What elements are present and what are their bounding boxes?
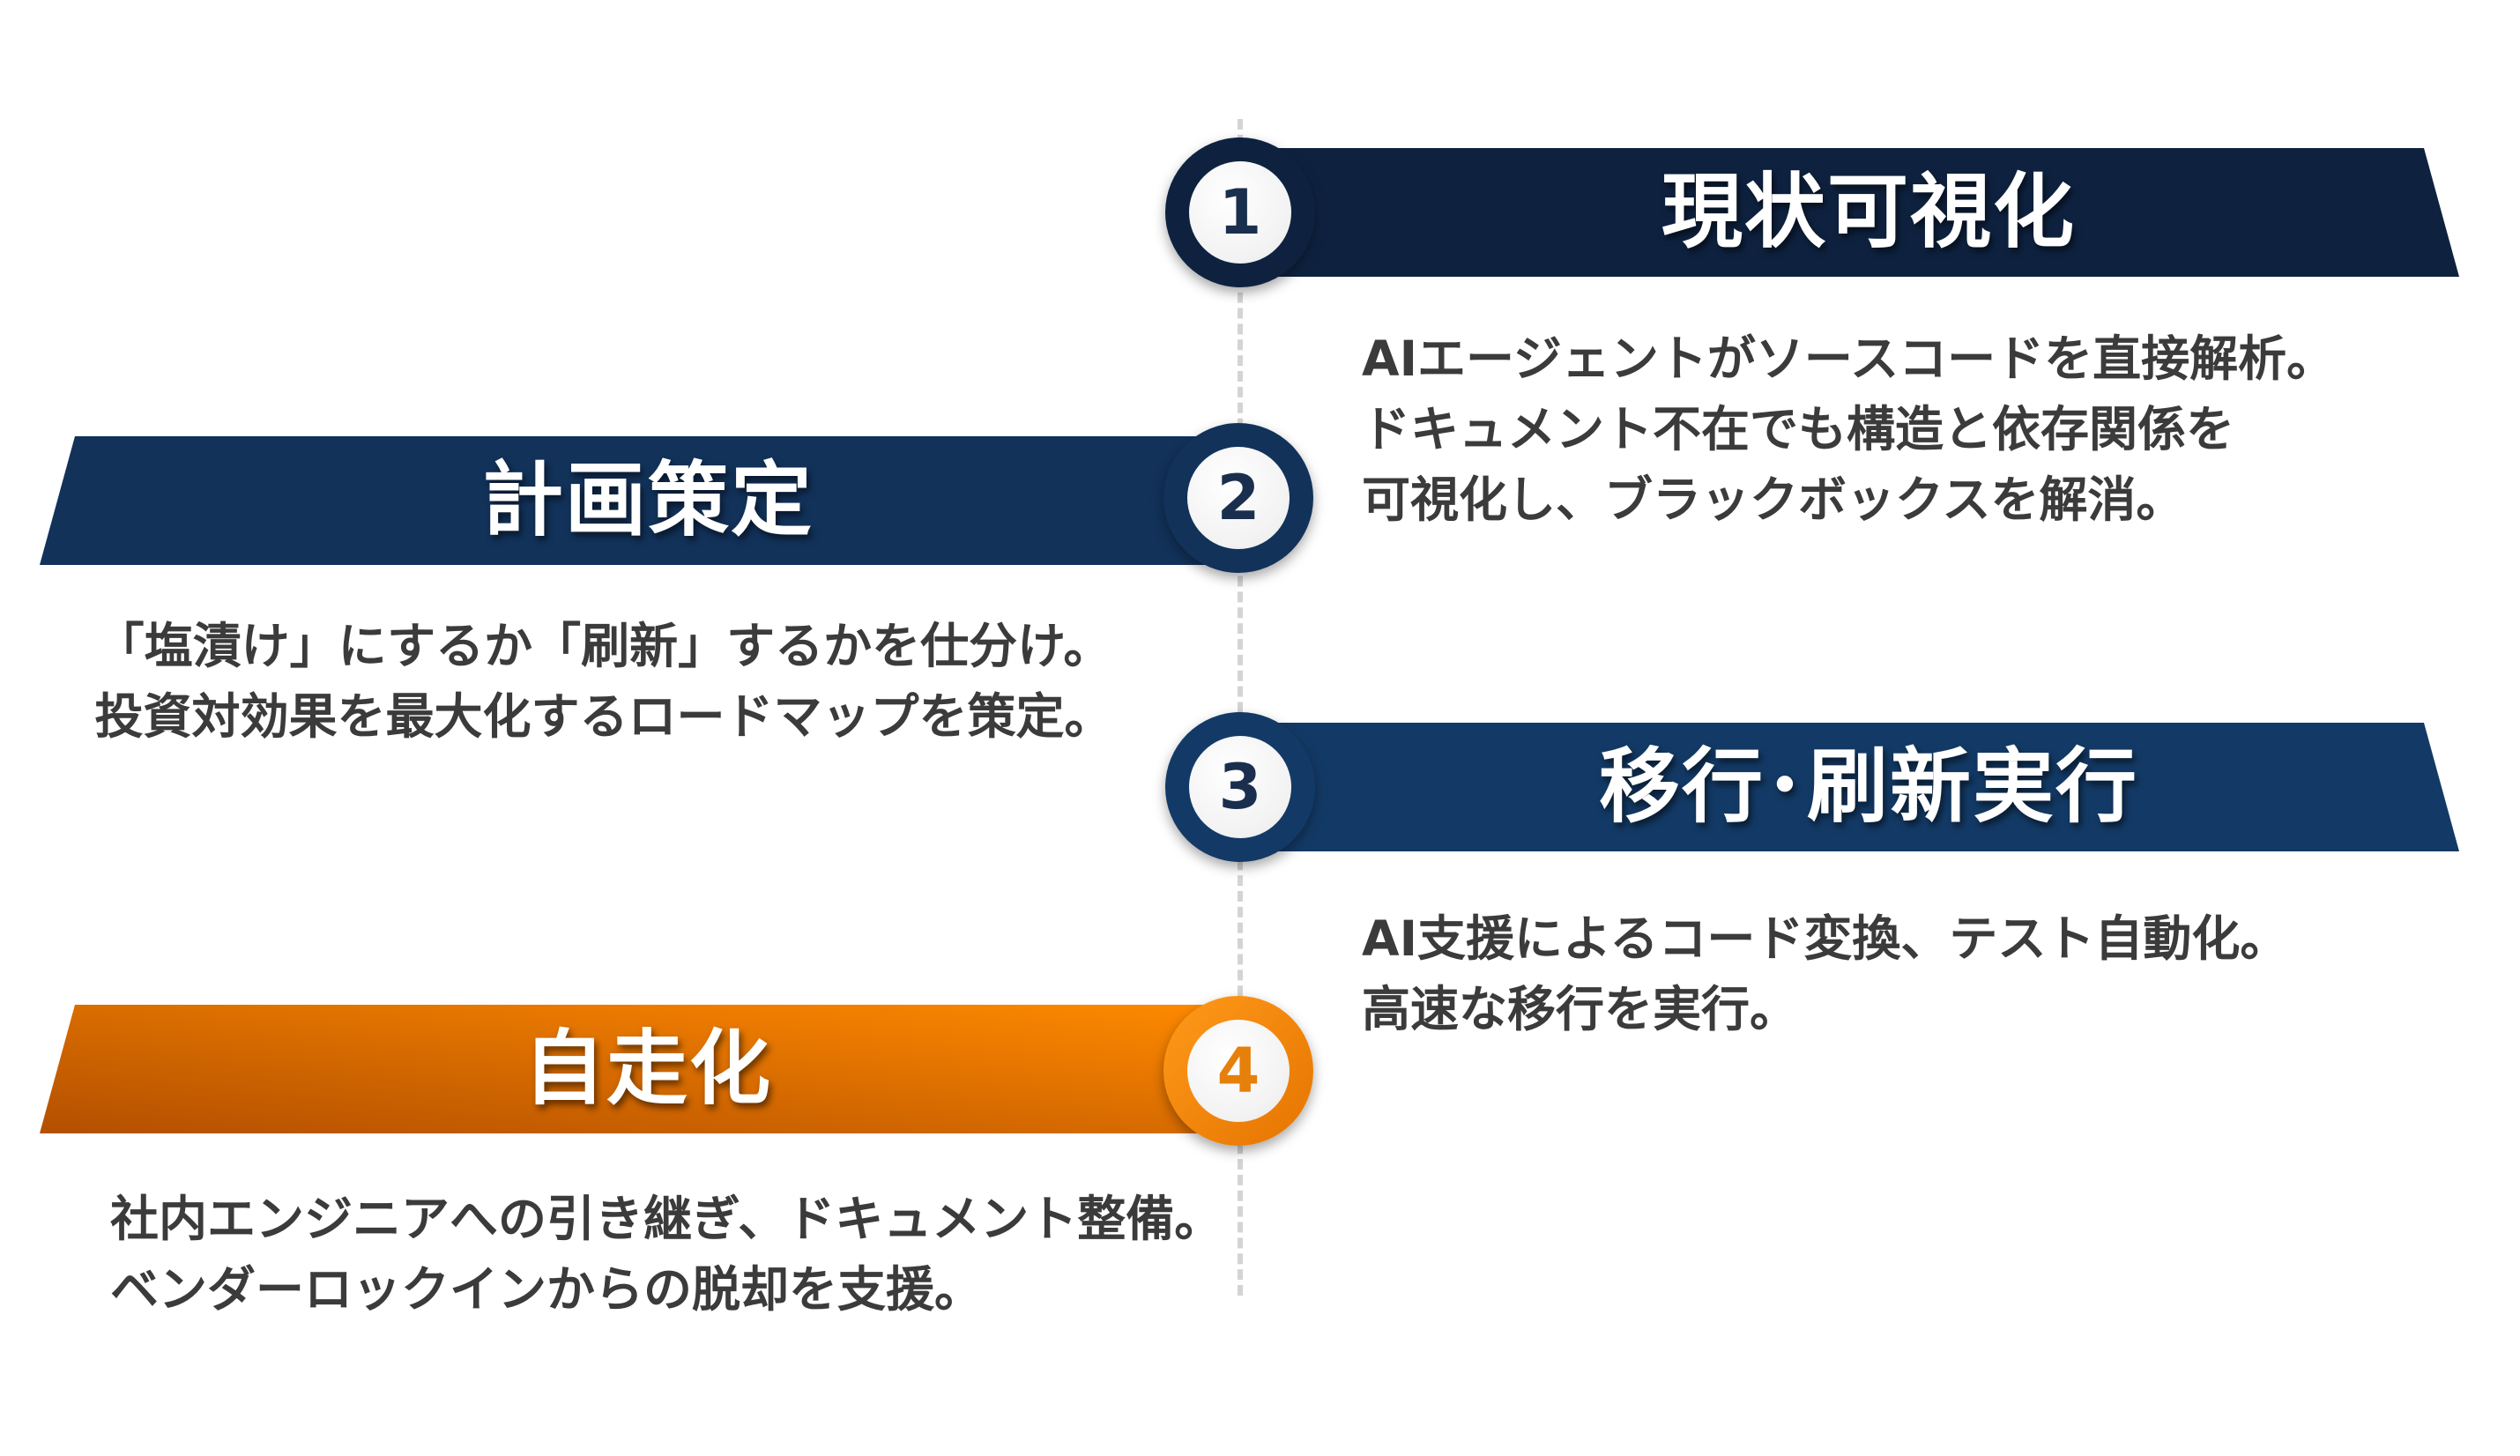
step-4-description: 社内エンジニアへの引き継ぎ、ドキュメント整備。 ベンダーロックインからの脱却を支… (110, 1184, 1223, 1325)
step-4-desc-line: ベンダーロックインからの脱却を支援。 (110, 1261, 984, 1318)
step-4-number-circle: 4 (1163, 996, 1313, 1146)
step-1-description: AIエージェントがソースコードを直接解析。 ドキュメント不在でも構造と依存関係を… (1362, 323, 2335, 535)
step-2-desc-line: 「塩漬け」にするか「刷新」するかを仕分け。 (95, 618, 1112, 674)
step-2-number: 2 (1187, 447, 1290, 549)
step-4-title: 自走化 (523, 1021, 772, 1116)
step-3-desc-line: 高速な移行を実行。 (1362, 981, 1799, 1037)
step-2-desc-line: 投資対効果を最大化するロードマップを策定。 (94, 688, 1113, 745)
step-3-desc-line: AI支援によるコード変換、テスト自動化。 (1362, 910, 2289, 967)
step-3-title: 移行･刷新実行 (1598, 739, 2138, 834)
step-1-number: 1 (1189, 161, 1291, 264)
step-1-title: 現状可視化 (1661, 165, 2076, 259)
step-4-number: 4 (1187, 1020, 1290, 1122)
step-1-desc-line: AIエージェントがソースコードを直接解析。 (1362, 331, 2336, 387)
step-1-desc-line: 可視化し、ブラックボックスを解消。 (1362, 472, 2185, 528)
step-2-number-circle: 2 (1163, 423, 1313, 573)
step-3-description: AI支援によるコード変換、テスト自動化。 高速な移行を実行。 (1362, 903, 2288, 1044)
step-2-description: 「塩漬け」にするか「刷新」するかを仕分け。 投資対効果を最大化するロードマップを… (40, 611, 1168, 752)
step-3-banner: 移行･刷新実行 (1225, 723, 2459, 851)
step-4-banner: 自走化 (40, 1005, 1247, 1133)
step-1-number-circle: 1 (1165, 137, 1315, 287)
step-1-desc-line: ドキュメント不在でも構造と依存関係を (1362, 401, 2235, 457)
step-1-banner: 現状可視化 (1225, 148, 2459, 277)
step-3-number-circle: 3 (1165, 712, 1315, 862)
step-2-title: 計画策定 (481, 453, 814, 547)
step-4-desc-line: 社内エンジニアへの引き継ぎ、ドキュメント整備。 (110, 1191, 1223, 1247)
timeline-divider (1238, 119, 1243, 1296)
step-2-banner: 計画策定 (40, 436, 1247, 565)
step-3-number: 3 (1189, 736, 1291, 838)
